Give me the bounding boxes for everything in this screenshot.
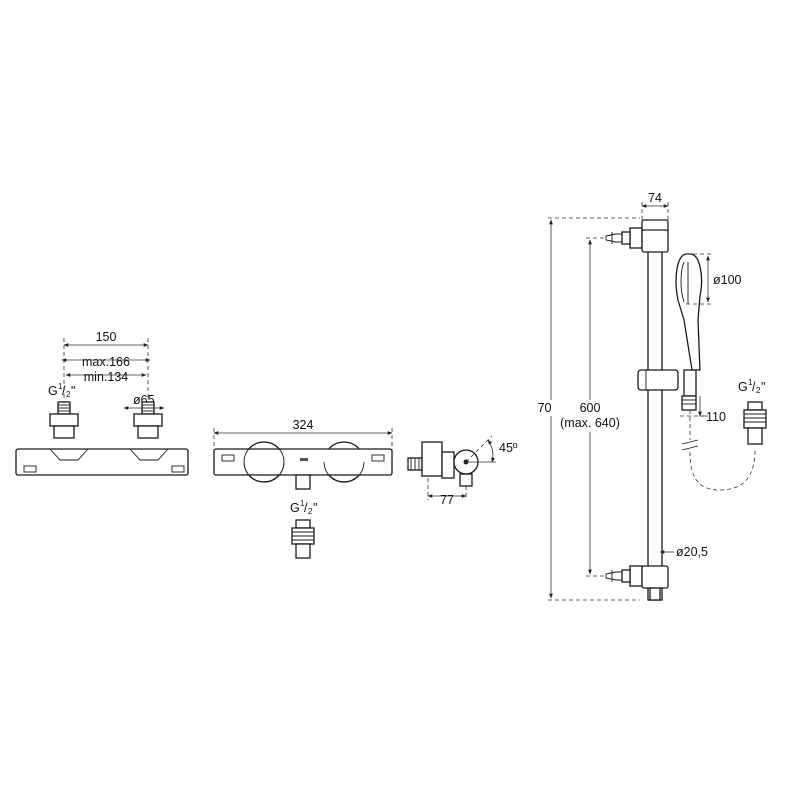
shower-bar-view: 74 700 600 (max. 640) [532, 191, 767, 601]
svg-text:": " [71, 384, 75, 398]
svg-text:1: 1 [748, 378, 753, 387]
mixer-spacing-min-label: min.134 [84, 370, 129, 384]
thread-label-left: G 1 / 2 " [48, 382, 75, 399]
mixer-body [15, 448, 189, 476]
side-depth-label: 77 [440, 493, 454, 507]
svg-text:2: 2 [756, 386, 761, 395]
thread-label-center: G 1 / 2 " [290, 499, 317, 516]
handset-slider [637, 369, 679, 391]
bar-span-max-label: (max. 640) [560, 416, 620, 430]
hose-nut [743, 409, 767, 429]
mixer-body [213, 448, 393, 476]
svg-text:": " [313, 501, 317, 515]
bar-width-label: 74 [648, 191, 662, 205]
mixer-top-view: 324 G 1 / 2 " [213, 418, 393, 559]
mixer-spacing-label: 150 [96, 330, 117, 344]
svg-text:G: G [48, 384, 58, 398]
svg-text:2: 2 [66, 390, 71, 399]
mixer-spacing-max-label: max.166 [82, 355, 130, 369]
svg-text:2: 2 [308, 507, 313, 516]
svg-text:1: 1 [300, 499, 305, 508]
hand-shower [675, 253, 703, 371]
bottom-bracket [641, 565, 669, 589]
side-angle-label: 45º [499, 441, 518, 455]
bar-diameter-label: ø20,5 [676, 545, 708, 559]
mixer-front-view: 150 max.166 min.134 G 1 / 2 " ø65 [15, 330, 189, 476]
svg-text:/: / [752, 380, 756, 394]
outlet [295, 474, 311, 490]
svg-text:": " [761, 380, 765, 394]
brand-logo [300, 458, 308, 461]
wall-plug [605, 571, 623, 581]
svg-text:/: / [62, 384, 66, 398]
handset-offset-label: 110 [706, 410, 726, 424]
handset-diameter-label: ø100 [713, 273, 742, 287]
mixer-width-label: 324 [293, 418, 314, 432]
side-body [421, 441, 443, 477]
svg-text:G: G [738, 380, 748, 394]
wall-plug [605, 233, 623, 243]
bar-span-label: 600 [580, 401, 601, 415]
mixer-side-view: 45º 77 [407, 435, 518, 507]
top-bracket [641, 229, 669, 253]
slide-bar [647, 225, 663, 601]
svg-text:1: 1 [58, 382, 63, 391]
svg-text:/: / [304, 501, 308, 515]
svg-text:G: G [290, 501, 300, 515]
thread-label-right: G 1 / 2 " [738, 378, 765, 395]
